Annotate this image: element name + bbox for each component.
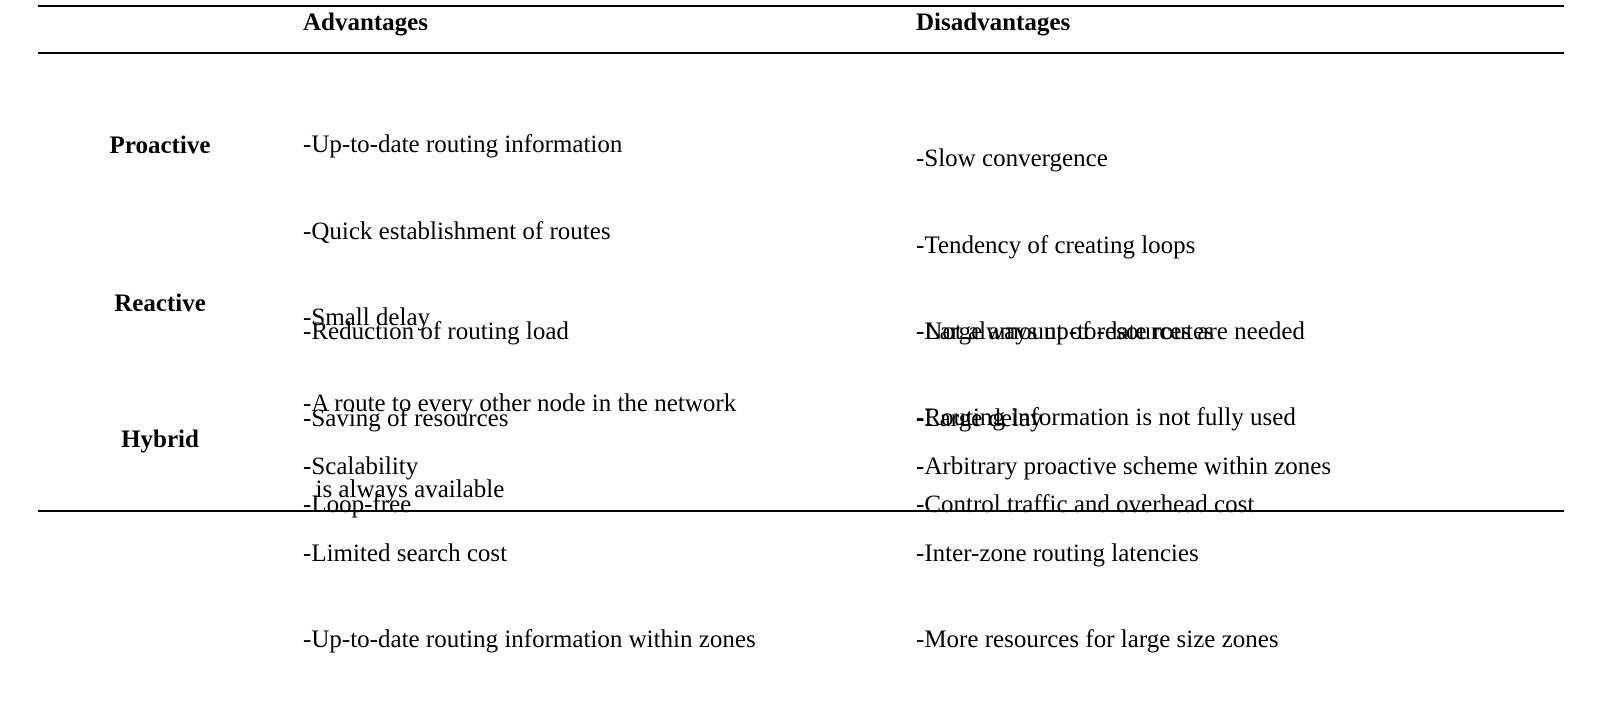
table-header-rule bbox=[38, 52, 1564, 54]
list-item: -Routing information is not fully used bbox=[916, 403, 1296, 431]
reactive-disadvantages-cell: -Not always up-to-date routes -Large del… bbox=[916, 261, 1254, 577]
list-item: -Not always up-to-date routes bbox=[916, 318, 1214, 346]
list-item: -Large delay bbox=[916, 404, 1043, 432]
list-item: -Scalability bbox=[303, 453, 419, 481]
header-advantages: Advantages bbox=[303, 9, 429, 36]
list-item: -Reduction of routing load bbox=[303, 318, 569, 346]
list-item: -Loop-free bbox=[303, 490, 412, 518]
header-disadvantages: Disadvantages bbox=[916, 9, 1071, 36]
reactive-advantages-cell: -Reduction of routing load -Saving of re… bbox=[303, 261, 569, 577]
list-item: -A route to every other node in the netw… bbox=[303, 389, 737, 417]
list-item: -More resources for large size zones bbox=[916, 625, 1279, 653]
list-item: is always available bbox=[303, 475, 505, 503]
list-item: -Up-to-date routing information bbox=[303, 131, 623, 159]
list-item: -Limited search cost bbox=[303, 539, 508, 567]
list-item: -Arbitrary proactive scheme within zones bbox=[916, 453, 1332, 481]
proactive-advantages-cell: -Up-to-date routing information -Quick e… bbox=[303, 74, 736, 562]
list-item: -Tendency of creating loops bbox=[916, 231, 1196, 259]
list-item: -Slow convergence bbox=[916, 145, 1108, 173]
row-label-reactive: Reactive bbox=[114, 290, 206, 317]
list-item: -Large amount of resources are needed bbox=[916, 317, 1305, 345]
proactive-disadvantages-cell: -Slow convergence -Tendency of creating … bbox=[916, 88, 1305, 490]
hybrid-advantages-cell: -Scalability -Limited search cost -Up-to… bbox=[303, 396, 756, 712]
list-item: -Saving of resources bbox=[303, 404, 509, 432]
list-item: -Control traffic and overhead cost bbox=[916, 490, 1255, 518]
table-top-rule bbox=[38, 5, 1564, 7]
table-bottom-rule bbox=[38, 510, 1564, 512]
row-label-hybrid: Hybrid bbox=[121, 426, 199, 453]
list-item: -Up-to-date routing information within z… bbox=[303, 625, 756, 653]
list-item: -Inter-zone routing latencies bbox=[916, 539, 1199, 567]
list-item: -Quick establishment of routes bbox=[303, 217, 611, 245]
hybrid-disadvantages-cell: -Arbitrary proactive scheme within zones… bbox=[916, 396, 1331, 712]
list-item: -Small delay bbox=[303, 303, 431, 331]
row-label-proactive: Proactive bbox=[109, 132, 211, 159]
